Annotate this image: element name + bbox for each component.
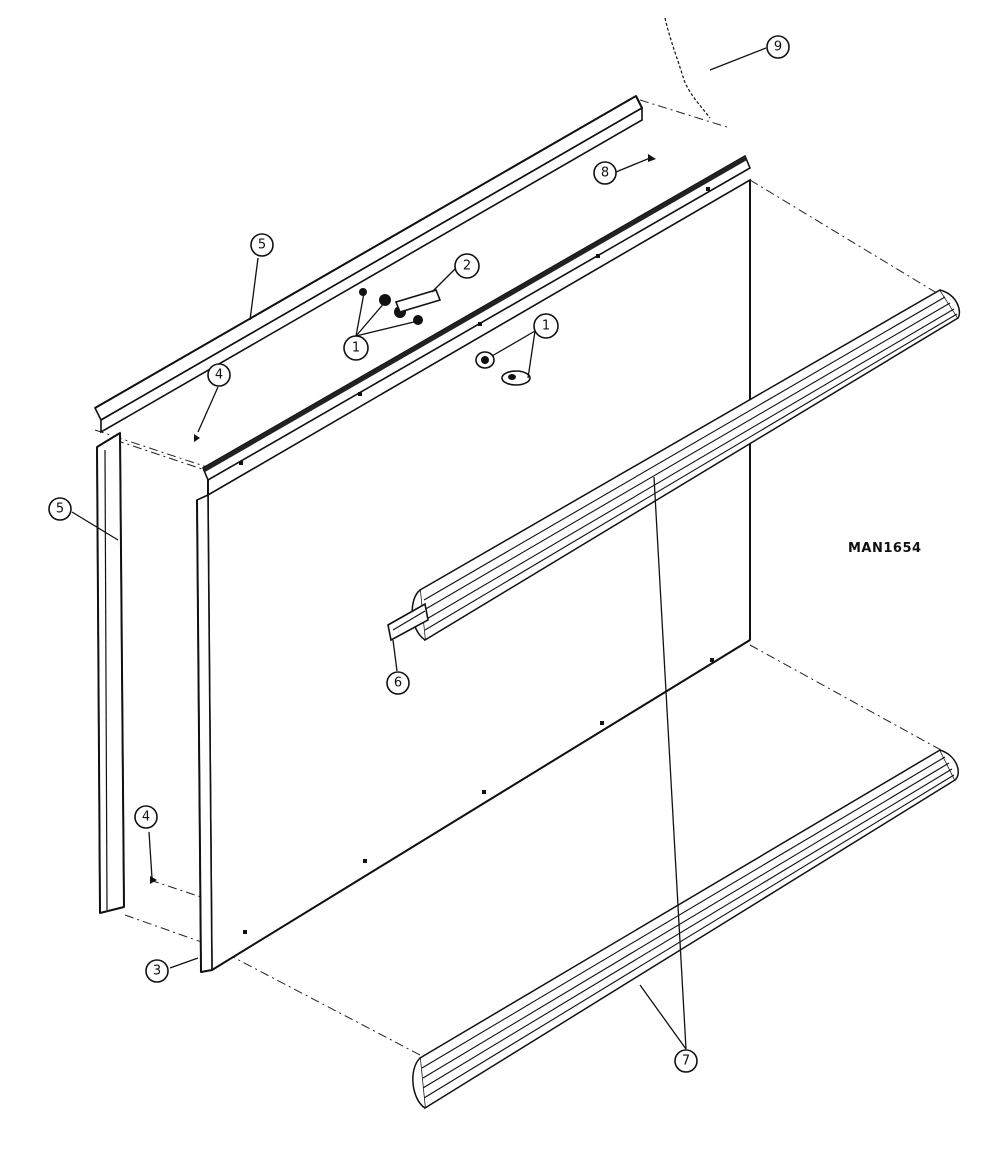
left-channel <box>96 431 125 915</box>
callout-7: 7 <box>674 1049 698 1073</box>
svg-text:2: 2 <box>463 259 471 274</box>
callout-9: 9 <box>766 35 790 59</box>
svg-text:7: 7 <box>682 1054 690 1069</box>
hardware-group-2 <box>475 351 531 386</box>
upper-roll <box>411 288 961 642</box>
callout-1b: 1 <box>533 313 559 339</box>
svg-text:4: 4 <box>142 810 150 825</box>
svg-text:8: 8 <box>601 166 609 181</box>
callout-1a: 1 <box>343 335 369 361</box>
leader-lines <box>71 47 767 1050</box>
svg-text:1: 1 <box>352 341 360 356</box>
callout-6: 6 <box>386 671 410 695</box>
top-channel <box>93 94 644 434</box>
svg-text:4: 4 <box>215 368 223 383</box>
callout-4a: 4 <box>207 363 231 387</box>
drawing-reference-label: MAN1654 <box>848 541 922 556</box>
svg-text:5: 5 <box>56 502 64 517</box>
callout-4b: 4 <box>134 805 158 829</box>
callout-3: 3 <box>145 959 169 983</box>
svg-text:6: 6 <box>394 676 402 691</box>
chain <box>664 17 711 119</box>
svg-text:3: 3 <box>153 964 161 979</box>
svg-text:5: 5 <box>258 238 266 253</box>
lower-roll <box>412 748 959 1110</box>
callout-5a: 5 <box>250 233 274 257</box>
svg-text:9: 9 <box>774 40 782 55</box>
panel-holes <box>239 187 714 934</box>
callout-5b: 5 <box>48 497 72 521</box>
callout-2: 2 <box>454 253 480 279</box>
hardware-group-1 <box>359 288 442 325</box>
callout-8: 8 <box>593 161 617 185</box>
svg-text:1: 1 <box>542 319 550 334</box>
extrusion <box>387 602 429 642</box>
